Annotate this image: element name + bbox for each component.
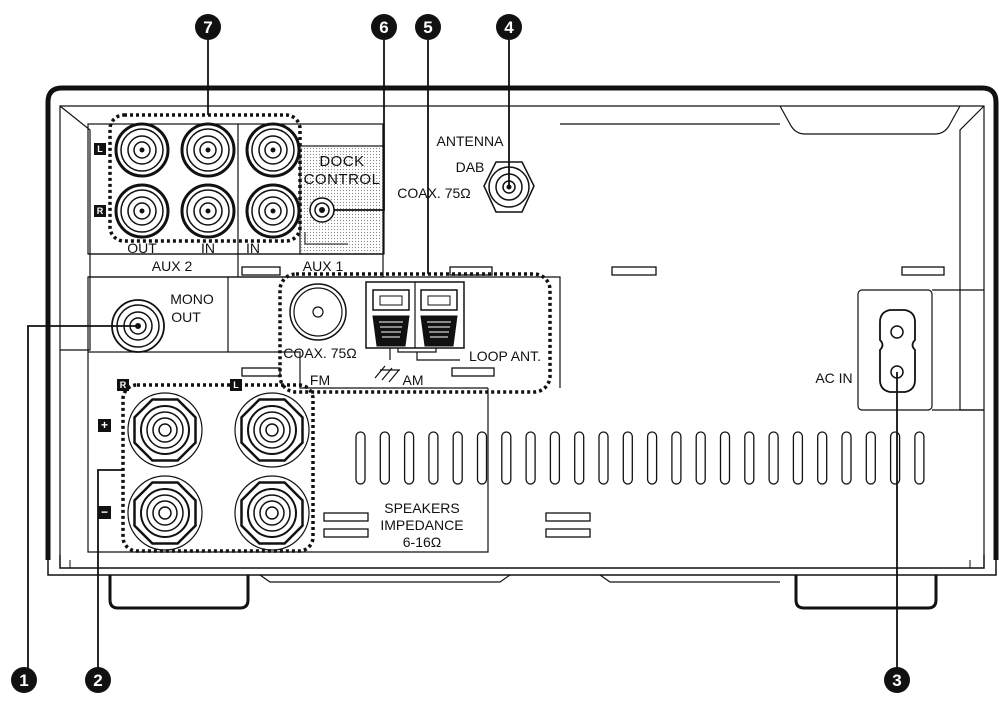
vent-slot xyxy=(744,431,755,485)
svg-text:R: R xyxy=(97,206,104,216)
vent-slot xyxy=(841,431,852,485)
impedance-label: IMPEDANCE xyxy=(380,517,463,533)
callout-2: 2 xyxy=(85,667,111,693)
in-label-aux2: IN xyxy=(201,240,215,256)
svg-text:2: 2 xyxy=(93,671,102,690)
vertical-vents xyxy=(355,431,925,485)
rca-jack xyxy=(114,183,170,239)
svg-text:4: 4 xyxy=(504,18,514,37)
vent-slot xyxy=(671,431,682,485)
callout-7: 7 xyxy=(195,14,221,40)
svg-text:6: 6 xyxy=(379,18,388,37)
vent-slot xyxy=(598,431,609,485)
callout-4: 4 xyxy=(496,14,522,40)
svg-text:+: + xyxy=(101,418,108,432)
am-label: AM xyxy=(403,372,424,388)
vent-slots xyxy=(241,266,945,538)
dotted-regions xyxy=(108,113,552,553)
speaker-terminal xyxy=(127,475,203,551)
ac-in-label: AC IN xyxy=(815,370,852,386)
dab-label: DAB xyxy=(456,159,485,175)
vent-slot xyxy=(355,431,366,485)
vent-slot xyxy=(501,431,512,485)
callout-1: 1 xyxy=(11,667,37,693)
speaker-terminal xyxy=(127,392,203,468)
speakers-label: SPEAKERS xyxy=(384,500,459,516)
svg-text:L: L xyxy=(233,380,239,390)
vent-slot xyxy=(646,431,658,485)
vent-slot xyxy=(403,431,415,485)
fm-antenna-connector xyxy=(289,283,347,341)
antenna-label: ANTENNA xyxy=(437,133,505,149)
badge-l-speaker: L xyxy=(230,379,242,391)
control-label: CONTROL xyxy=(304,171,381,188)
rca-jack xyxy=(180,183,236,239)
vent-slot xyxy=(792,431,804,485)
vent-slot xyxy=(865,431,876,485)
am-loop-terminals xyxy=(365,281,465,383)
aux-rca-jacks xyxy=(114,122,301,239)
vent-slot xyxy=(549,431,561,485)
vent-slot xyxy=(719,431,731,485)
panel-labels: ANTENNA DAB COAX. 75Ω DOCK CONTROL AUX 2… xyxy=(127,133,852,550)
svg-text:3: 3 xyxy=(892,671,901,690)
callout-5: 5 xyxy=(415,14,441,40)
panel-lines xyxy=(87,123,984,553)
vent-slot xyxy=(574,431,585,485)
impedance-value: 6-16Ω xyxy=(403,534,442,550)
fm-coax-label: COAX. 75Ω xyxy=(283,345,357,361)
badge-r-speaker: R xyxy=(117,379,129,391)
callout-6: 6 xyxy=(371,14,397,40)
vent-slot xyxy=(889,431,901,485)
chassis xyxy=(45,85,999,610)
vent-slot xyxy=(428,431,439,485)
badge-r-aux: R xyxy=(94,205,106,217)
svg-text:7: 7 xyxy=(203,18,212,37)
dock-label: DOCK xyxy=(319,153,364,170)
rca-jack xyxy=(245,122,301,178)
vent-slot xyxy=(476,431,488,485)
vent-slot xyxy=(525,431,536,485)
aux2-label: AUX 2 xyxy=(152,258,193,274)
svg-text:R: R xyxy=(120,380,127,390)
vent-slot xyxy=(914,431,925,485)
svg-text:−: − xyxy=(101,505,108,519)
rca-jack xyxy=(245,183,301,239)
leader-lines xyxy=(27,40,898,675)
speaker-terminals xyxy=(127,392,310,551)
vent-slot xyxy=(817,431,828,485)
mono-label: MONO xyxy=(170,291,214,307)
vent-slot xyxy=(622,431,633,485)
dab-coax-label: COAX. 75Ω xyxy=(397,185,471,201)
aux1-label: AUX 1 xyxy=(303,258,344,274)
out-label: OUT xyxy=(127,240,157,256)
svg-text:1: 1 xyxy=(19,671,28,690)
badge-minus: − xyxy=(98,505,111,519)
speaker-terminal xyxy=(234,392,310,468)
callout-badges: 1 2 3 4 5 6 7 xyxy=(11,14,910,693)
svg-text:L: L xyxy=(97,144,103,154)
badge-l-aux: L xyxy=(94,143,106,155)
mono-out-label: OUT xyxy=(171,309,201,325)
vent-slot xyxy=(452,431,463,485)
vent-slot xyxy=(695,431,706,485)
ac-inlet xyxy=(879,309,916,393)
loop-ant-label: LOOP ANT. xyxy=(469,348,541,364)
callout-3: 3 xyxy=(884,667,910,693)
badge-plus: + xyxy=(98,418,111,432)
rca-jack xyxy=(180,122,236,178)
svg-text:5: 5 xyxy=(423,18,432,37)
vent-slot xyxy=(379,431,390,485)
terminal-badges: L R R L + − xyxy=(94,143,242,519)
fm-label: FM xyxy=(310,372,330,388)
speaker-terminal xyxy=(234,475,310,551)
rca-jack xyxy=(114,122,170,178)
in-label-aux1: IN xyxy=(246,240,260,256)
vent-slot xyxy=(768,431,779,485)
